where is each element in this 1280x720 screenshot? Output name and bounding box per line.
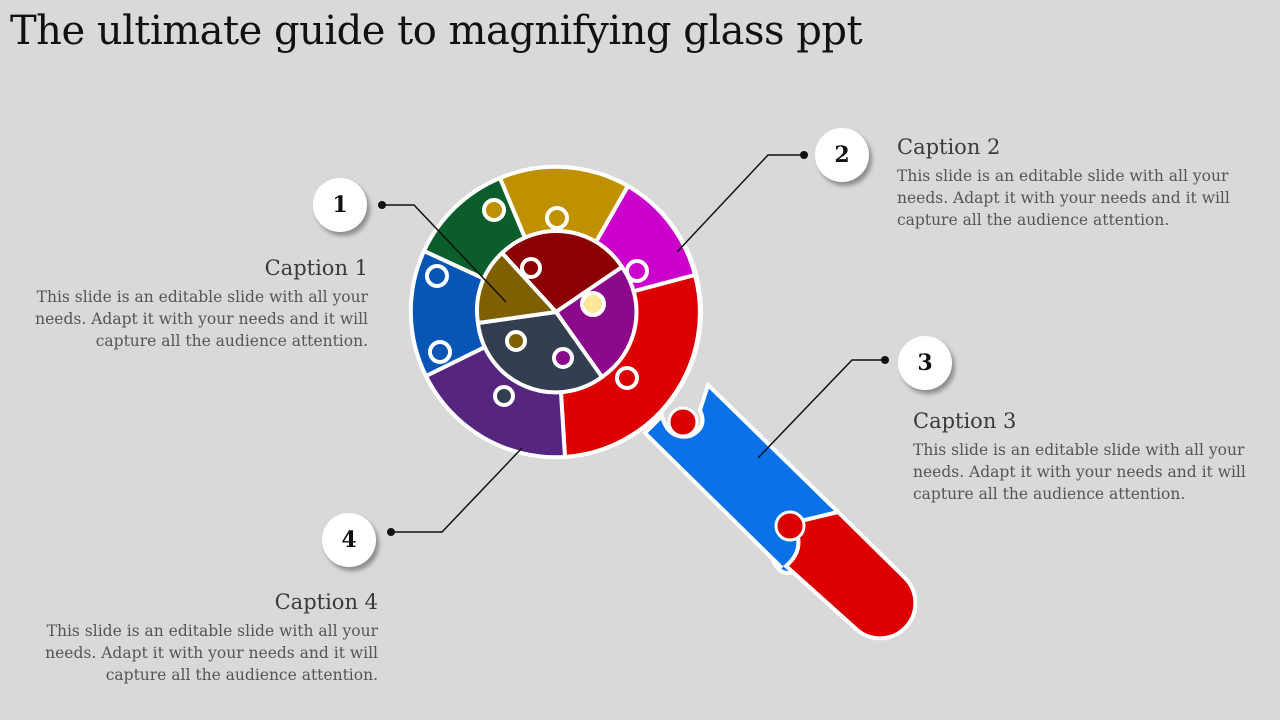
caption-3-title: Caption 3: [913, 409, 1017, 433]
inner-segment-darkred: [499, 229, 625, 315]
caption-block-3: Caption 3 This slide is an editable slid…: [913, 409, 1253, 505]
knob-red: [615, 366, 639, 390]
magnifier-handle: [642, 381, 918, 641]
knob-inner-darkred: [520, 257, 542, 279]
caption-block-1: Caption 1 This slide is an editable slid…: [28, 256, 368, 352]
knob-inner-slate: [493, 385, 515, 407]
caption-2-text: This slide is an editable slide with all…: [897, 167, 1230, 229]
inner-segment-olive: [474, 250, 561, 326]
caption-1-title: Caption 1: [264, 256, 368, 280]
connector-4: [391, 447, 523, 533]
inner-segment-slate: [475, 309, 605, 395]
connector-2: [676, 154, 804, 253]
inner-circle: [474, 229, 639, 407]
caption-4-title: Caption 4: [274, 590, 378, 614]
handle-knob-top: [667, 406, 699, 438]
knob-inner-olive: [505, 330, 527, 352]
connector-1: [382, 204, 507, 303]
connectors: [382, 154, 885, 533]
handle-knob-bottom: [774, 510, 806, 542]
knob-gold-green: [482, 198, 506, 222]
step-number-3: 3: [898, 336, 952, 390]
handle-red-piece: [782, 509, 918, 641]
step-number-2: 2: [815, 128, 869, 182]
step-number-1: 1: [313, 178, 367, 232]
knob-gold-inner: [545, 206, 569, 230]
step-number-4: 4: [322, 513, 376, 567]
caption-2-title: Caption 2: [897, 135, 1001, 159]
knob-inner-plum: [552, 347, 574, 369]
connector-3: [757, 359, 885, 459]
connector-dots: [378, 151, 889, 536]
caption-block-4: Caption 4 This slide is an editable slid…: [38, 590, 378, 686]
caption-4-text: This slide is an editable slide with all…: [45, 622, 378, 684]
knob-blue-bottom: [428, 340, 452, 364]
knob-inner-cream: [580, 291, 606, 317]
inner-segment-plum: [553, 264, 639, 380]
caption-3-text: This slide is an editable slide with all…: [913, 441, 1246, 503]
knob-blue-top: [425, 264, 449, 288]
caption-block-2: Caption 2 This slide is an editable slid…: [897, 135, 1237, 231]
slide-title: The ultimate guide to magnifying glass p…: [10, 8, 863, 54]
caption-1-text: This slide is an editable slide with all…: [35, 288, 368, 350]
